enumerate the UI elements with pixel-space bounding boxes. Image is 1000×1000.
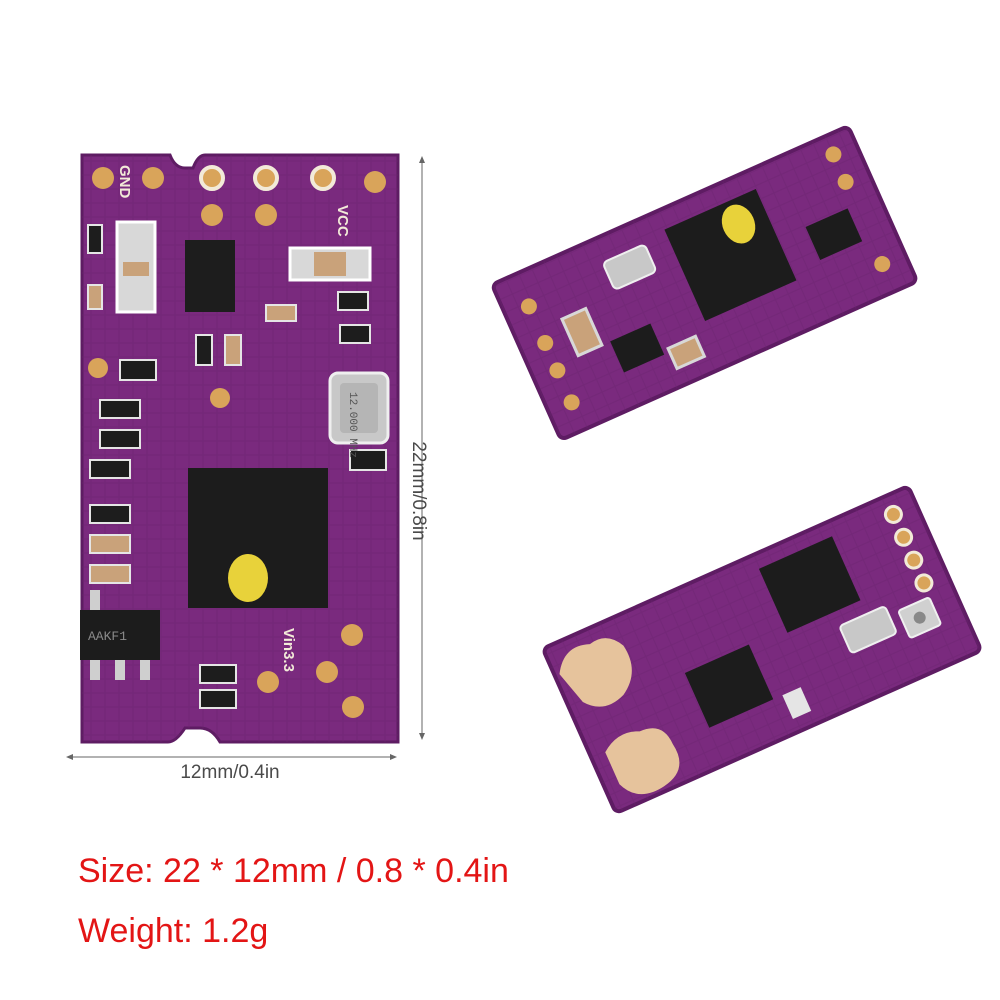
- front-label-gnd: GND: [116, 165, 133, 199]
- weight-spec: Weight: 1.2g: [78, 912, 269, 950]
- board-angle-top: [491, 125, 918, 441]
- dimension-lines: [66, 156, 425, 760]
- front-board: GND VCC Vin3.3 12.000 MHz AAKF1: [80, 153, 400, 744]
- regulator-chip: [80, 590, 160, 680]
- front-label-vin: Vin3.3: [280, 628, 297, 672]
- board-angle-bottom: [542, 485, 982, 814]
- crystal-label: 12.000 MHz: [346, 392, 358, 458]
- mcu-chip: [188, 468, 328, 608]
- crystal-12mhz: [328, 371, 390, 445]
- size-spec: Size: 22 * 12mm / 0.8 * 0.4in: [78, 852, 509, 890]
- width-dimension-label: 12mm/0.4in: [180, 762, 280, 783]
- top-pads: [92, 165, 386, 226]
- front-label-vcc: VCC: [334, 205, 351, 237]
- regulator-label: AAKF1: [88, 629, 127, 644]
- height-dimension-label: 22mm/0.8in: [408, 441, 429, 541]
